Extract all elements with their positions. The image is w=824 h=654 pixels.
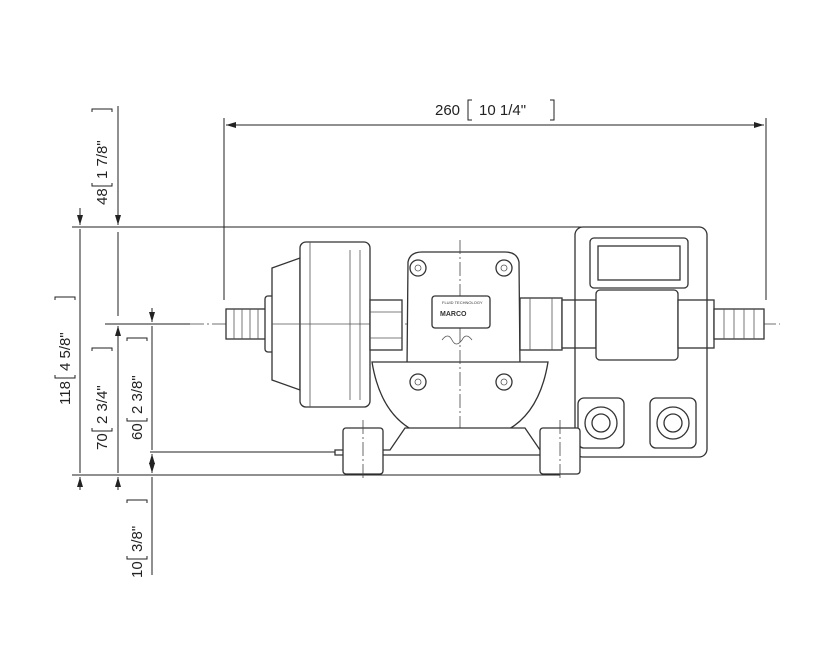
- top-offset-inch-label: 1 7/8": [94, 140, 111, 179]
- cable-gland-left: [577, 397, 625, 449]
- base-offset-mm-label: 10: [129, 561, 146, 578]
- port-height-inch-label: 2 3/8": [129, 375, 146, 414]
- width-mm-label: 260: [435, 102, 460, 119]
- logo-tagline: FLUID TECHNOLOGY: [442, 300, 483, 305]
- outlet-height-inch-label: 2 3/4": [94, 385, 111, 424]
- outlet-hose-barb: [713, 308, 765, 340]
- logo-brand: MARCO: [440, 311, 467, 318]
- brand-logo: FLUID TECHNOLOGY MARCO: [431, 295, 491, 345]
- port-height-mm-label: 60: [129, 423, 146, 440]
- outlet-height-dimension: 70 2 3/4": [91, 326, 121, 490]
- top-offset-mm-label: 48: [94, 188, 111, 205]
- outlet-coupling: [519, 289, 715, 361]
- cable-gland-right: [649, 397, 697, 449]
- base-offset-dimension: 10 3/8": [126, 454, 155, 578]
- width-dimension: 260 10 1/4": [223, 99, 767, 300]
- port-height-dimension: 60 2 3/8": [126, 308, 155, 464]
- base-offset-inch-label: 3/8": [129, 526, 146, 552]
- width-inch-label: 10 1/4": [479, 102, 526, 119]
- pressure-switch-box: [574, 226, 708, 458]
- overall-height-mm-label: 118: [57, 381, 74, 405]
- outlet-height-mm-label: 70: [94, 433, 111, 450]
- mounting-base: [334, 420, 581, 480]
- top-offset-dimension: 48 1 7/8": [91, 106, 121, 338]
- inlet-coupling: [369, 299, 403, 351]
- overall-height-dimension: 118 4 5/8": [54, 208, 83, 490]
- strainer-housing: [271, 241, 371, 408]
- overall-height-inch-label: 4 5/8": [57, 332, 74, 371]
